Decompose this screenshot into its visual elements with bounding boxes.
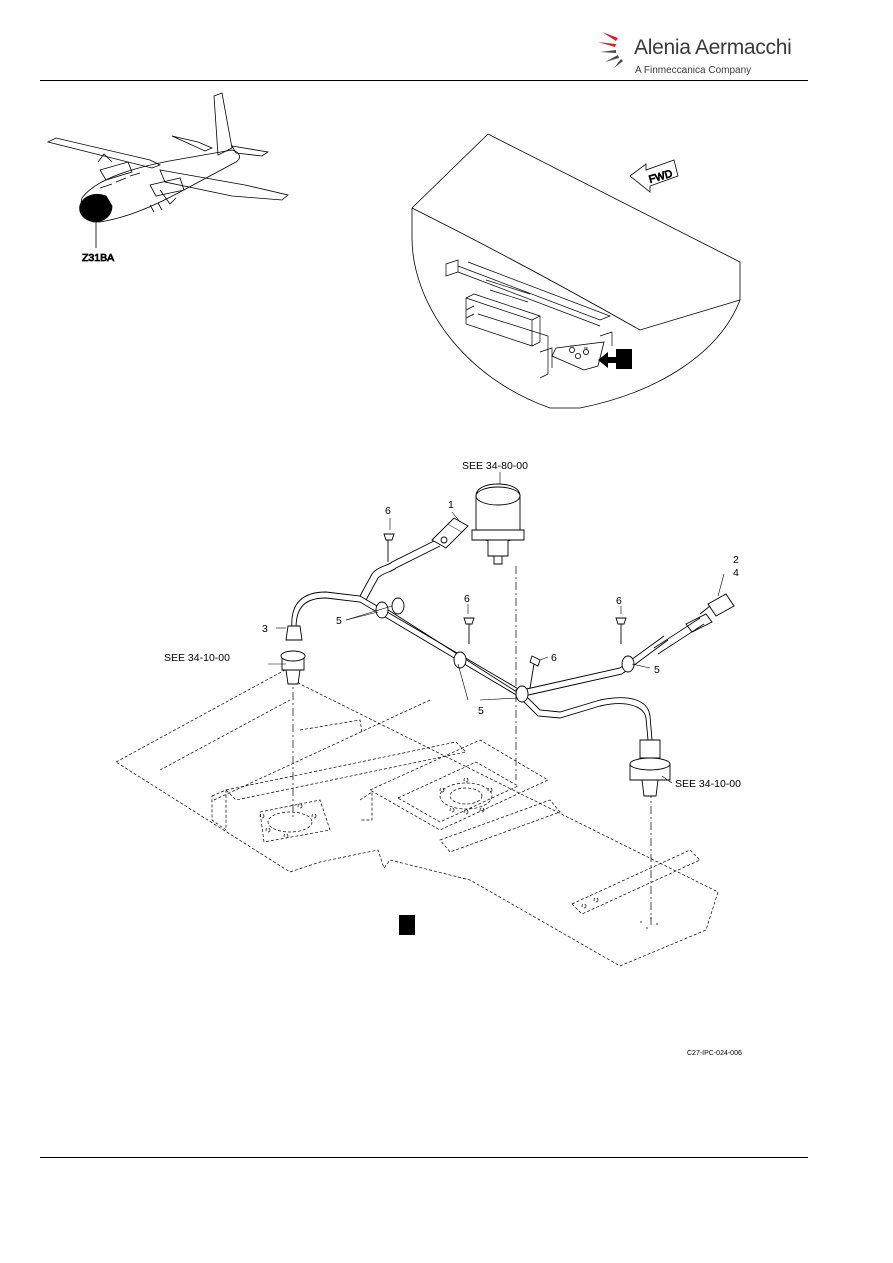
item-callout-5a: 5 [336, 615, 342, 627]
ref-34-80-00: SEE 34-80-00 [462, 460, 528, 472]
item-callout-1: 1 [448, 499, 454, 511]
item-callout-5b: 5 [654, 664, 660, 676]
view-pointer-arrow-icon [598, 352, 616, 368]
view-marker-badge [616, 349, 632, 369]
figure-reference: C27-IPC-024-006 [687, 1050, 742, 1057]
ref-34-10-00-right: SEE 34-10-00 [675, 778, 741, 790]
nose-detail-illustration [411, 133, 741, 409]
antenna-cable-assembly-illustration [115, 472, 735, 967]
item-callout-6c: 6 [616, 595, 622, 607]
brand-tagline: A Finmeccanica Company [635, 65, 752, 76]
view-a-badge [399, 915, 415, 935]
header-rule [40, 80, 808, 81]
footer-rule [40, 1157, 808, 1158]
view-a-label: A [403, 919, 414, 936]
ref-34-10-00-left: SEE 34-10-00 [164, 652, 230, 664]
item-callout-3: 3 [262, 623, 268, 635]
item-callout-5c: 5 [478, 705, 484, 717]
fwd-arrow-icon [629, 159, 679, 193]
aircraft-locator-illustration [46, 92, 289, 248]
logo-mark-icon [598, 32, 623, 68]
item-callout-6d: 6 [551, 652, 557, 664]
item-callout-2: 2 [733, 554, 739, 566]
item-callout-6a: 6 [385, 505, 391, 517]
view-marker-label: A [620, 352, 631, 369]
zone-label: Z31BA [82, 252, 114, 264]
item-callout-4: 4 [733, 567, 739, 579]
company-logo: Alenia Aermacchi A Finmeccanica Company [596, 24, 796, 82]
item-callout-6b: 6 [464, 593, 470, 605]
brand-name: Alenia Aermacchi [634, 36, 792, 59]
